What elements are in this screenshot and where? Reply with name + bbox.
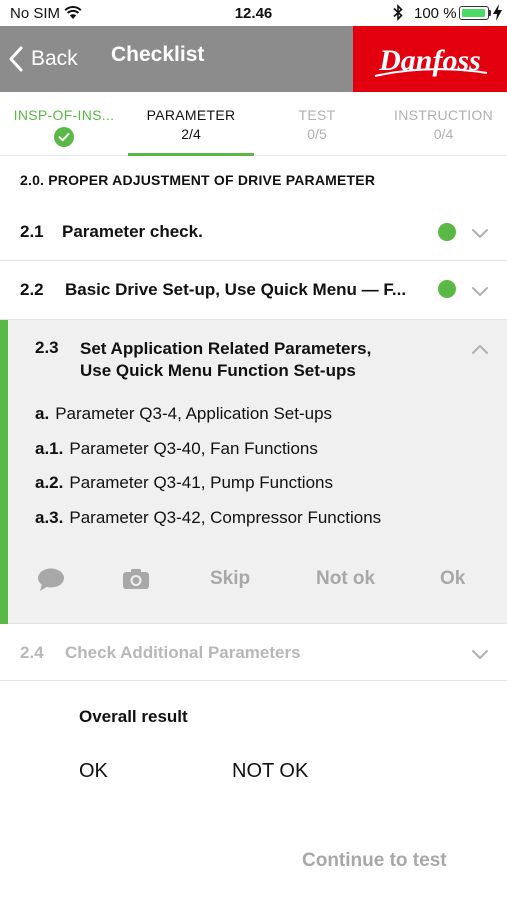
back-button[interactable]: Back — [8, 26, 78, 92]
sub-item-label: a.1. — [35, 439, 64, 458]
tab-bar: INSP-OF-INS... PARAMETER 2/4 TEST 0/5 IN… — [0, 92, 507, 156]
tab-label: PARAMETER — [146, 107, 236, 123]
tab-count: 0/4 — [433, 126, 454, 142]
tab-label: INSTRUCTION — [394, 107, 493, 123]
sub-item-text: Parameter Q3-40, Fan Functions — [69, 439, 318, 458]
item-number: 2.4 — [20, 643, 44, 662]
tab-count: 2/4 — [181, 126, 201, 142]
page-title: Checklist — [111, 43, 205, 66]
battery-percent: 100 % — [414, 5, 457, 22]
checklist-item-2-3-expanded: 2.3 Set Application Related Parameters, … — [0, 320, 507, 624]
checklist-item-2-2[interactable]: 2.2 Basic Drive Set-up, Use Quick Menu —… — [0, 261, 507, 320]
active-tab-indicator — [128, 153, 254, 156]
checklist-item-2-4[interactable]: 2.4 Check Additional Parameters — [0, 624, 507, 681]
item-label: Basic Drive Set-up, Use Quick Menu — F..… — [65, 280, 407, 299]
sub-item-label: a.3. — [35, 508, 64, 527]
brand-logo: Danfoss — [353, 26, 507, 92]
sub-item-label: a.2. — [35, 473, 64, 492]
item-label-line: Set Application Related Parameters, — [80, 339, 372, 358]
sub-item-text: Parameter Q3-42, Compressor Functions — [69, 508, 382, 527]
chevron-up-icon[interactable] — [471, 344, 489, 356]
camera-icon[interactable] — [122, 568, 150, 590]
action-bar: Skip Not ok Ok — [0, 560, 507, 600]
item-label[interactable]: Set Application Related Parameters, Use … — [80, 338, 371, 382]
sub-item: a.2. Parameter Q3-41, Pump Functions — [35, 473, 333, 493]
sub-item-label: a. — [35, 404, 50, 423]
overall-not-ok-option[interactable]: NOT OK — [232, 760, 309, 782]
tab-insp-of-ins[interactable]: INSP-OF-INS... — [0, 92, 128, 156]
item-label: Check Additional Parameters — [65, 643, 301, 662]
tab-test[interactable]: TEST 0/5 — [254, 92, 380, 156]
tab-instruction[interactable]: INSTRUCTION 0/4 — [380, 92, 507, 156]
item-number: 2.2 — [20, 280, 44, 299]
item-label-line: Use Quick Menu Function Set-ups — [80, 361, 356, 380]
overall-result-title: Overall result — [79, 707, 188, 726]
active-item-indicator — [0, 320, 8, 624]
status-ok-dot — [438, 280, 456, 298]
not-ok-button[interactable]: Not ok — [316, 568, 376, 589]
comment-icon[interactable] — [37, 568, 65, 592]
ok-button[interactable]: Ok — [440, 568, 466, 589]
bluetooth-icon — [393, 4, 403, 21]
chevron-down-icon[interactable] — [471, 227, 489, 239]
tab-label: INSP-OF-INS... — [13, 107, 115, 123]
checklist-item-2-1[interactable]: 2.1 Parameter check. — [0, 203, 507, 261]
chevron-down-icon[interactable] — [471, 285, 489, 297]
continue-to-test-button[interactable]: Continue to test — [302, 850, 447, 871]
status-ok-dot — [438, 223, 456, 241]
back-label: Back — [31, 47, 78, 70]
sub-item: a.1. Parameter Q3-40, Fan Functions — [35, 439, 318, 459]
clock: 12.46 — [234, 5, 273, 22]
section-title: 2.0. PROPER ADJUSTMENT OF DRIVE PARAMETE… — [20, 172, 376, 188]
sub-item-text: Parameter Q3-4, Application Set-ups — [55, 404, 333, 423]
back-chevron-icon — [9, 46, 23, 72]
item-number: 2.3 — [35, 338, 59, 357]
tab-label: TEST — [298, 107, 336, 123]
charging-icon — [493, 4, 502, 21]
wifi-icon — [64, 6, 82, 19]
sub-item-text: Parameter Q3-41, Pump Functions — [69, 473, 333, 492]
battery-tip — [489, 10, 491, 16]
sub-item: a.3. Parameter Q3-42, Compressor Function… — [35, 508, 381, 528]
skip-button[interactable]: Skip — [210, 568, 251, 589]
item-number: 2.1 — [20, 222, 44, 241]
battery-icon — [459, 6, 489, 20]
nav-bar: Back Checklist Danfoss — [0, 26, 507, 92]
chevron-down-icon[interactable] — [471, 648, 489, 660]
item-label: Parameter check. — [62, 222, 203, 241]
tab-parameter[interactable]: PARAMETER 2/4 — [128, 92, 254, 156]
tab-count: 0/5 — [307, 126, 327, 142]
carrier-label: No SIM — [10, 5, 61, 22]
overall-ok-option[interactable]: OK — [79, 760, 108, 782]
sub-item: a. Parameter Q3-4, Application Set-ups — [35, 404, 332, 424]
status-bar: No SIM 12.46 100 % — [0, 0, 507, 26]
check-circle-icon — [54, 127, 74, 147]
